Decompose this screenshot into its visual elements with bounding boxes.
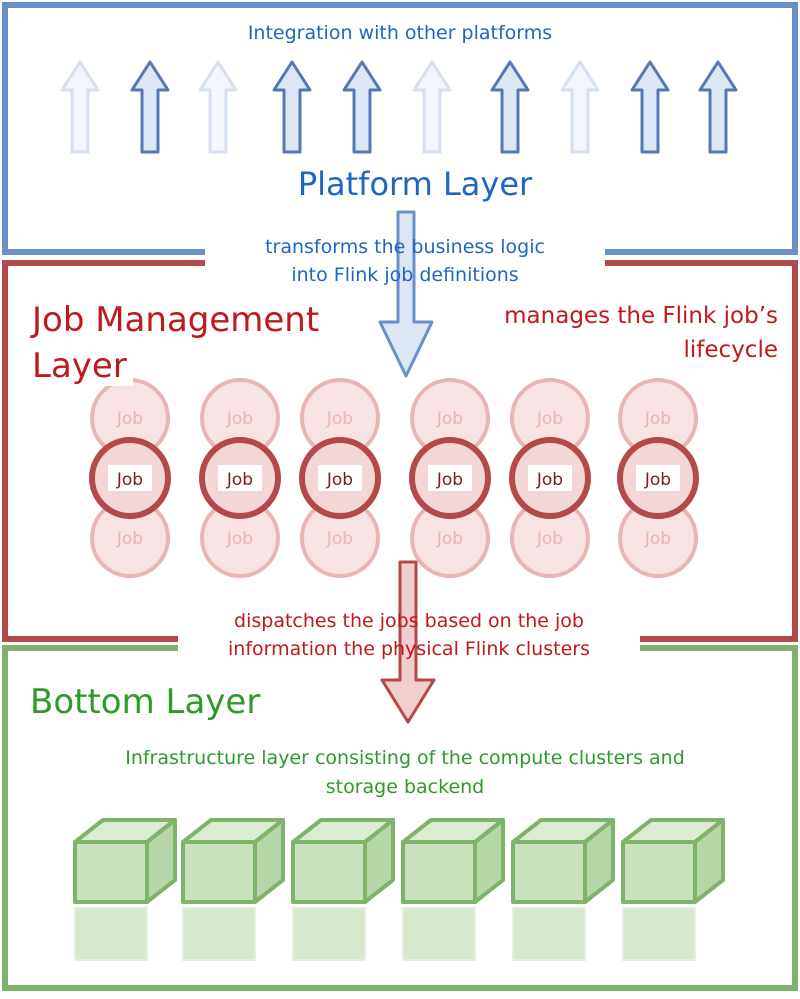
cluster-cubes-group xyxy=(73,818,725,961)
platform-arrows-group xyxy=(60,60,738,154)
faint-job-label: Job xyxy=(436,529,463,549)
cube-side-face xyxy=(693,818,725,904)
bottom-layer-title: Bottom Layer xyxy=(30,682,261,722)
job-label-background xyxy=(428,465,472,491)
cube-reflection xyxy=(622,907,696,961)
cube-front-face xyxy=(181,840,257,904)
job-label: Job xyxy=(536,470,563,490)
faint-job-label: Job xyxy=(326,529,353,549)
integration-text: Integration with other platforms xyxy=(247,22,553,44)
transform-text-line2: into Flink job definitions xyxy=(291,264,519,286)
manages-text-line2: lifecycle xyxy=(683,337,778,363)
bottom-desc-line1: Infrastructure layer consisting of the c… xyxy=(125,747,685,769)
cube-reflection xyxy=(512,907,586,961)
upward-arrow-icon xyxy=(272,60,312,154)
job-label: Job xyxy=(436,470,463,490)
transform-text-line1: transforms the business logic xyxy=(265,236,545,258)
cube-side-face xyxy=(145,818,177,904)
cube-front-face xyxy=(291,840,367,904)
active-jobs-group: Job Job Job Job Job Job xyxy=(89,437,699,519)
cube-reflection xyxy=(292,907,366,961)
upward-arrow-icon xyxy=(342,60,382,154)
bottom-desc-line2: storage backend xyxy=(325,776,485,798)
faint-upward-arrow-icon xyxy=(198,60,238,154)
cube-side-face xyxy=(583,818,615,904)
faint-job-label: Job xyxy=(436,409,463,429)
faint-job-label: Job xyxy=(536,409,563,429)
platform-to-job-arrow xyxy=(378,210,434,378)
job-layer-title-line2: Layer xyxy=(26,346,133,386)
faint-job-label: Job xyxy=(226,409,253,429)
faint-job-label: Job xyxy=(644,529,671,549)
job-label-background xyxy=(218,465,262,491)
cube-reflection xyxy=(402,907,476,961)
cube-front-face xyxy=(401,840,477,904)
faint-job-label: Job xyxy=(116,529,143,549)
job-label: Job xyxy=(226,470,253,490)
faint-upward-arrow-icon xyxy=(60,60,100,154)
job-label: Job xyxy=(116,470,143,490)
faint-job-label: Job xyxy=(116,409,143,429)
dispatch-text-line1: dispatches the jobs based on the job xyxy=(234,610,584,632)
faint-upward-arrow-icon xyxy=(560,60,600,154)
cube-front-face xyxy=(73,840,149,904)
job-label-background xyxy=(108,465,152,491)
manages-text-line1: manages the Flink job’s xyxy=(504,303,778,329)
dispatch-text-line2: information the physical Flink clusters xyxy=(228,638,590,660)
faint-upward-arrow-icon xyxy=(412,60,452,154)
faint-job-label: Job xyxy=(644,409,671,429)
cube-front-face xyxy=(621,840,697,904)
job-layer-title-line1: Job Management xyxy=(26,300,326,340)
cube-front-face xyxy=(511,840,587,904)
cube-side-face xyxy=(473,818,505,904)
cube-reflection xyxy=(74,907,148,961)
upward-arrow-icon xyxy=(698,60,738,154)
cube-reflection xyxy=(182,907,256,961)
job-to-bottom-arrow xyxy=(380,560,436,724)
job-label-background xyxy=(528,465,572,491)
platform-layer-title: Platform Layer xyxy=(297,165,533,203)
upward-arrow-icon xyxy=(630,60,670,154)
cube-side-face xyxy=(253,818,285,904)
cube-side-face xyxy=(363,818,395,904)
faint-job-label: Job xyxy=(326,409,353,429)
upward-arrow-icon xyxy=(490,60,530,154)
upward-arrow-icon xyxy=(130,60,170,154)
job-label-background xyxy=(636,465,680,491)
job-label-background xyxy=(318,465,362,491)
faint-job-label: Job xyxy=(226,529,253,549)
job-label: Job xyxy=(326,470,353,490)
job-label: Job xyxy=(644,470,671,490)
faint-job-label: Job xyxy=(536,529,563,549)
